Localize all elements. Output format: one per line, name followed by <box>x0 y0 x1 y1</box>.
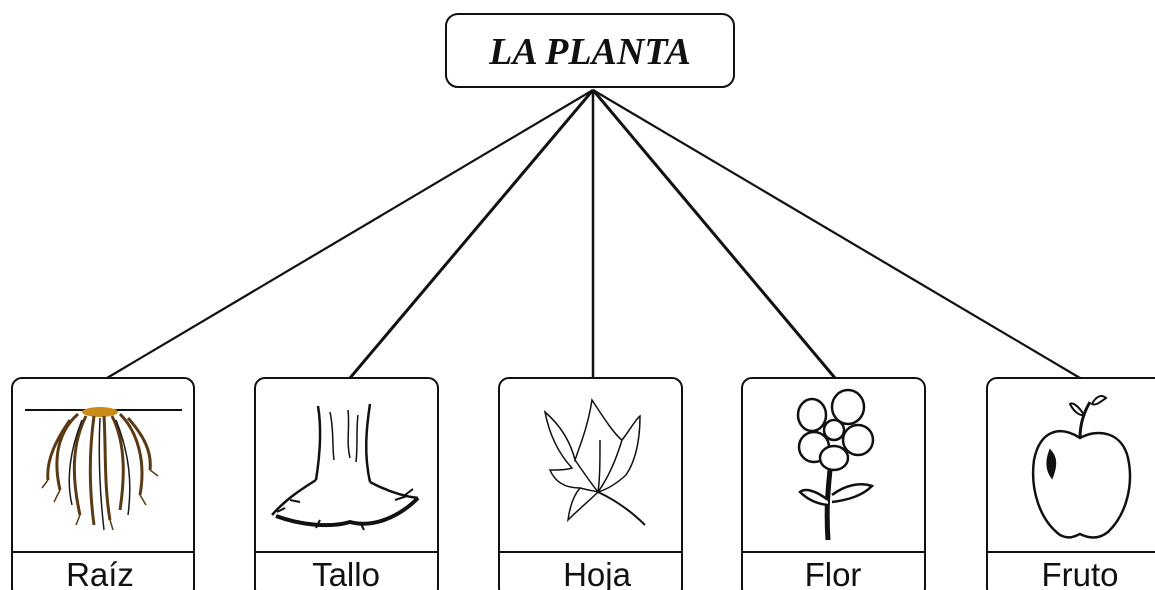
node-hoja: Hoja <box>498 377 683 590</box>
node-box <box>741 377 926 590</box>
node-raiz: Raíz <box>11 377 195 590</box>
node-tallo: Tallo <box>254 377 439 590</box>
root-box <box>445 13 735 88</box>
connector-flor <box>591 89 837 379</box>
node-label: Hoja <box>563 556 632 590</box>
node-flor: Flor <box>741 377 926 590</box>
trunk-icon <box>271 403 420 531</box>
connector-lines <box>106 89 1081 379</box>
node-label: Flor <box>805 556 862 590</box>
root-title: LA PLANTA <box>488 31 691 73</box>
root-node: LA PLANTA <box>445 13 735 88</box>
node-label: Raíz <box>66 556 134 590</box>
flower-icon <box>796 388 875 541</box>
node-box <box>254 377 439 590</box>
roots-icon <box>25 407 182 531</box>
node-box <box>498 377 683 590</box>
connector-fruto <box>592 89 1081 379</box>
node-fruto: Fruto <box>986 377 1155 590</box>
leaf-icon <box>543 397 646 526</box>
apple-icon <box>1031 395 1132 539</box>
node-label: Fruto <box>1041 556 1118 590</box>
node-label: Tallo <box>312 556 380 590</box>
node-box <box>11 377 195 590</box>
node-box <box>986 377 1155 590</box>
connector-tallo <box>348 89 595 379</box>
connector-raiz <box>106 89 594 379</box>
